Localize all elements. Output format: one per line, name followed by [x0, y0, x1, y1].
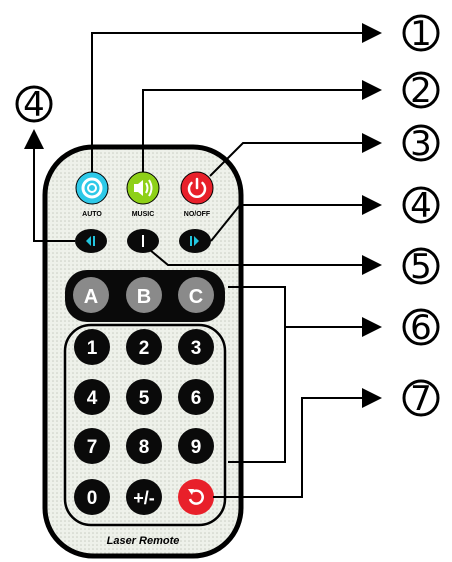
- key-plus-minus[interactable]: +/-: [126, 479, 162, 515]
- key-3[interactable]: 3: [178, 329, 214, 365]
- keypad-frame: [63, 323, 227, 527]
- callout-4-left: 4: [23, 85, 45, 125]
- key-2[interactable]: 2: [126, 329, 162, 365]
- callouts: 1 2 3 4 5 6 7 4: [15, 14, 440, 419]
- svg-text:7: 7: [87, 437, 98, 458]
- pause-button[interactable]: [127, 229, 159, 253]
- key-5[interactable]: 5: [126, 379, 162, 415]
- svg-text:8: 8: [139, 437, 150, 458]
- speaker-icon: [134, 179, 153, 197]
- callout-7: 7: [410, 379, 432, 419]
- brand-label: Laser Remote: [107, 535, 180, 547]
- svg-text:6: 6: [191, 388, 202, 409]
- key-8[interactable]: 8: [126, 428, 162, 464]
- music-button[interactable]: [126, 171, 160, 205]
- leader-5: [149, 249, 382, 275]
- left-arrow-icon: [86, 236, 91, 246]
- b-button[interactable]: B: [126, 277, 162, 313]
- svg-text:+/-: +/-: [133, 488, 155, 508]
- svg-text:2: 2: [139, 338, 150, 359]
- leader-lines: [24, 23, 382, 498]
- prev-button[interactable]: [75, 229, 107, 253]
- key-6[interactable]: 6: [178, 379, 214, 415]
- auto-button[interactable]: [75, 171, 109, 205]
- callout-4: 4: [410, 186, 432, 226]
- leader-7: [213, 388, 382, 498]
- callout-1: 1: [410, 14, 432, 54]
- svg-text:4: 4: [87, 388, 98, 409]
- onoff-label: NO/OFF: [184, 211, 211, 218]
- power-button[interactable]: [180, 171, 214, 205]
- svg-text:9: 9: [191, 437, 202, 458]
- leader-4-left: [24, 129, 75, 242]
- key-1[interactable]: 1: [74, 329, 110, 365]
- svg-text:5: 5: [139, 388, 150, 409]
- callout-5: 5: [410, 247, 432, 287]
- key-9[interactable]: 9: [178, 428, 214, 464]
- reset-button[interactable]: [178, 479, 214, 515]
- callout-2: 2: [410, 71, 432, 111]
- reset-icon: [188, 489, 204, 505]
- leader-3: [209, 133, 382, 177]
- bar-icon: [142, 235, 144, 247]
- a-button[interactable]: A: [73, 277, 109, 313]
- leader-2: [142, 80, 382, 172]
- right-arrow-icon: [194, 236, 199, 246]
- callout-3: 3: [410, 124, 432, 164]
- svg-text:B: B: [137, 286, 151, 308]
- next-button[interactable]: [179, 229, 211, 253]
- key-4[interactable]: 4: [74, 379, 110, 415]
- svg-text:A: A: [84, 286, 98, 308]
- leader-6-bracket: [228, 286, 286, 463]
- leader-4-right: [210, 195, 382, 242]
- key-0[interactable]: 0: [74, 479, 110, 515]
- svg-text:0: 0: [87, 488, 98, 509]
- leader-1: [91, 23, 382, 172]
- svg-text:1: 1: [87, 338, 98, 359]
- key-7[interactable]: 7: [74, 428, 110, 464]
- auto-label: AUTO: [82, 211, 102, 218]
- power-icon: [187, 177, 207, 198]
- svg-text:3: 3: [191, 338, 202, 359]
- c-button[interactable]: C: [178, 277, 214, 313]
- music-label: MUSIC: [132, 211, 155, 218]
- auto-icon: [81, 177, 103, 199]
- svg-text:C: C: [189, 286, 203, 308]
- callout-6: 6: [410, 308, 432, 348]
